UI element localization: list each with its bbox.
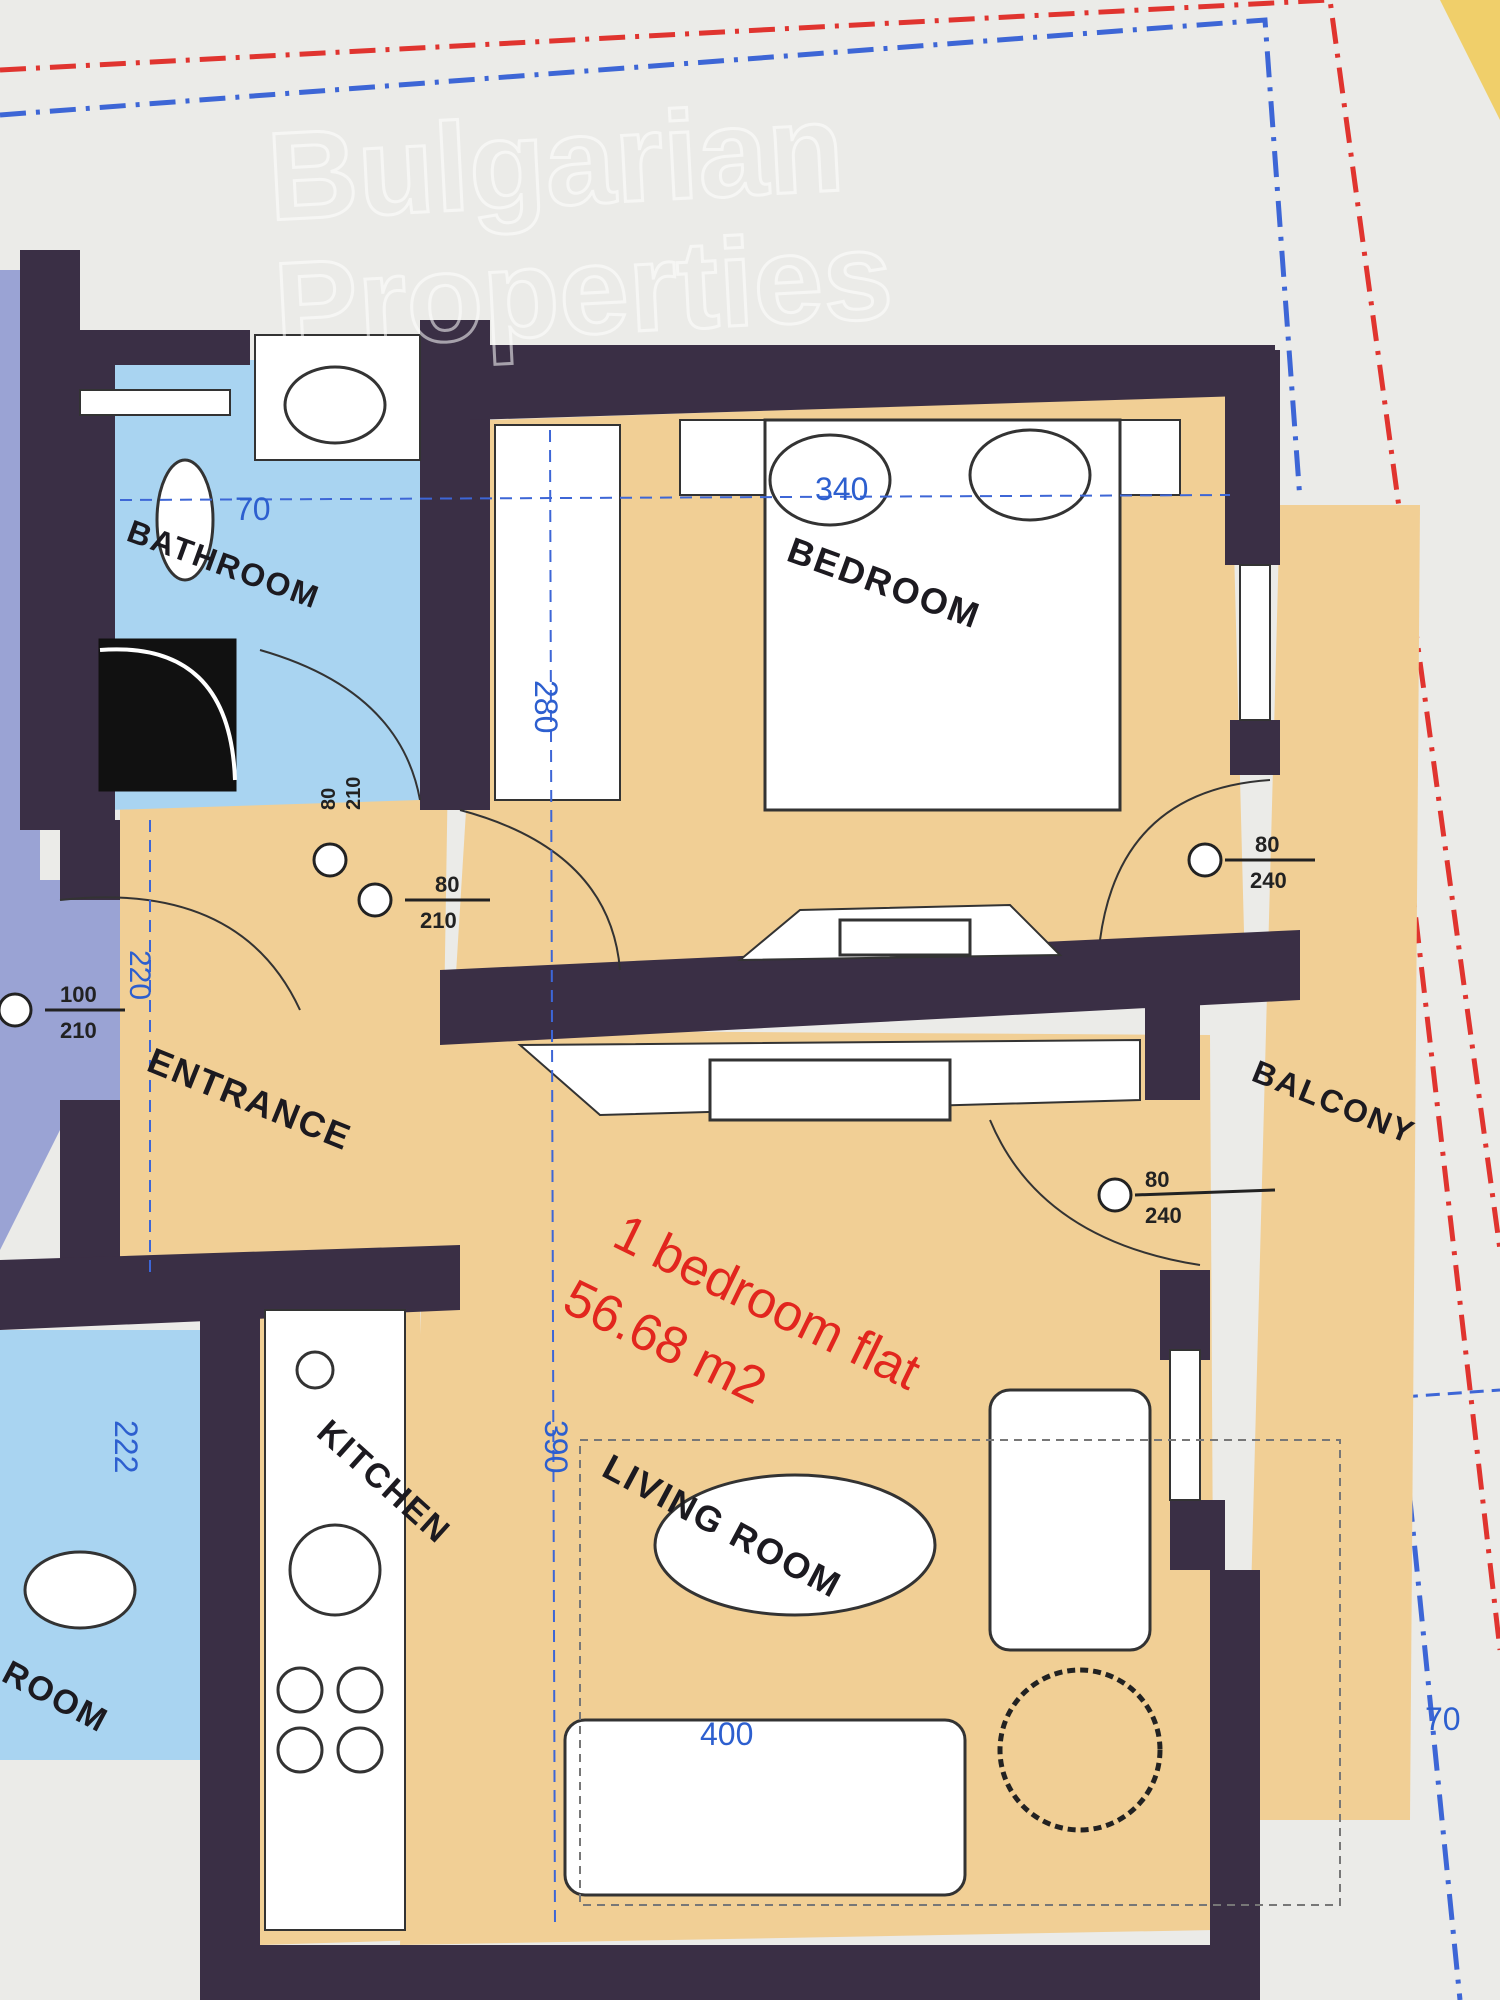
door-tag: 80 210: [312, 777, 365, 878]
stove-burner-icon-4: [336, 1726, 384, 1774]
door-tag-height: 240: [1145, 1203, 1182, 1228]
door-tag-width: 80: [1145, 1167, 1169, 1192]
wall-living-right-top: [1145, 1000, 1200, 1100]
dim-neighbor-bath: 222: [108, 1420, 144, 1473]
wall-bath-left: [60, 330, 115, 900]
bath-door-swing: [259, 649, 421, 801]
watermark-line2: Properties: [271, 206, 896, 377]
bedroom-fixtures: [494, 418, 1271, 962]
red-boundary-line: [0, 0, 1500, 1251]
wall-living-right-bottom: [1210, 1570, 1260, 2000]
dim-bath-width: 70: [235, 491, 271, 527]
blue-boundary-line: [0, 17, 1303, 501]
wall-living-bottom: [250, 1945, 1260, 2000]
dim-living-width: 400: [700, 1716, 753, 1752]
armchair-icon: [988, 1388, 1152, 1652]
living-tv-icon: [708, 1058, 952, 1122]
wall-bath-bottom: [60, 820, 120, 900]
bathroom-fixtures: [79, 334, 421, 792]
kitchen-sink-icon: [288, 1523, 382, 1617]
dim-living-height: 390: [538, 1420, 574, 1473]
dim-bed-height: 280: [528, 680, 564, 733]
plant-icon: [997, 1667, 1163, 1833]
door-tag-marker: [357, 882, 393, 918]
door-tag-marker: [312, 842, 348, 878]
bedside-lamp-left: [768, 433, 892, 527]
walls: [0, 250, 1300, 2000]
tv-icon: [838, 918, 972, 957]
living-fixtures: [517, 1038, 1341, 1906]
coffee-table-icon: [653, 1473, 937, 1617]
guide-bath-horizontal: [119, 494, 1231, 501]
door-tag-width: 80: [1255, 832, 1279, 857]
living-window: [1169, 1349, 1201, 1501]
door-tag-height: 240: [1250, 868, 1287, 893]
bedroom-door-swing: [459, 809, 621, 971]
door-tag: 80 240: [1187, 832, 1315, 893]
living-balcony-door-swing: [989, 1119, 1201, 1266]
door-tag-marker: [1187, 842, 1223, 878]
stove-burner-icon: [276, 1666, 324, 1714]
door-tag-height: 210: [420, 908, 457, 933]
door-swings: [59, 649, 1271, 1266]
neighbor-bath-area: [0, 1330, 200, 1760]
plant-small-icon: [295, 1350, 335, 1390]
shower-curve: [99, 647, 237, 781]
door-tag-width: 80: [318, 788, 340, 810]
wall-bed-right-low: [1230, 720, 1280, 775]
neighbor-toilet-icon: [23, 1550, 137, 1630]
wall-bed-top: [470, 345, 1275, 420]
dimension-guides: [119, 429, 1231, 1931]
wall-bed-living: [440, 930, 1300, 1045]
wall-living-right-low: [1170, 1500, 1225, 1570]
wall-kitchen-top: [0, 1245, 460, 1330]
sink-icon: [283, 365, 387, 445]
watermark-line1: Bulgarian: [264, 78, 847, 247]
door-tag-width: 100: [60, 982, 97, 1007]
door-tag-height: 210: [60, 1018, 97, 1043]
door-tag-divider: [1134, 1188, 1276, 1197]
wall-kitchen-left: [200, 1300, 260, 2000]
wall-bed-right: [1225, 350, 1280, 565]
shower-icon: [98, 638, 237, 792]
radiator: [79, 389, 231, 416]
bedside-lamp-right: [968, 428, 1092, 522]
entry-door-swing: [59, 896, 301, 1011]
page-corner: [1440, 0, 1500, 120]
guide-bed-vertical: [549, 429, 556, 1931]
kitchen-counter: [264, 1309, 406, 1931]
toilet-icon: [155, 458, 215, 582]
rug-outline: [579, 1439, 1341, 1906]
door-tag-marker: [1097, 1177, 1133, 1213]
bedroom-window: [1239, 564, 1271, 721]
watermark: Bulgarian Properties: [263, 76, 898, 378]
bedroom-balcony-door-swing: [1099, 779, 1271, 941]
kitchen-fixtures: [264, 1309, 406, 1931]
bed-icon: [763, 418, 1122, 812]
dim-entrance-height: 220: [123, 950, 156, 1000]
dim-balcony-width: 70: [1425, 1701, 1461, 1737]
door-tag: 80 240: [1097, 1167, 1276, 1228]
sofa-icon: [563, 1718, 967, 1897]
floor-balcony: [1245, 505, 1420, 1820]
stove-burner-icon-3: [276, 1726, 324, 1774]
wall-living-right: [1160, 1270, 1210, 1360]
door-tag-height: 210: [343, 777, 365, 810]
door-tag: 80 210: [357, 872, 490, 933]
door-tag-marker: [0, 992, 33, 1028]
wardrobe: [494, 424, 621, 801]
stove-burner-icon-2: [336, 1666, 384, 1714]
dim-bed-width: 340: [815, 471, 868, 507]
door-tag: 100 210: [0, 982, 125, 1043]
door-tag-width: 80: [435, 872, 459, 897]
